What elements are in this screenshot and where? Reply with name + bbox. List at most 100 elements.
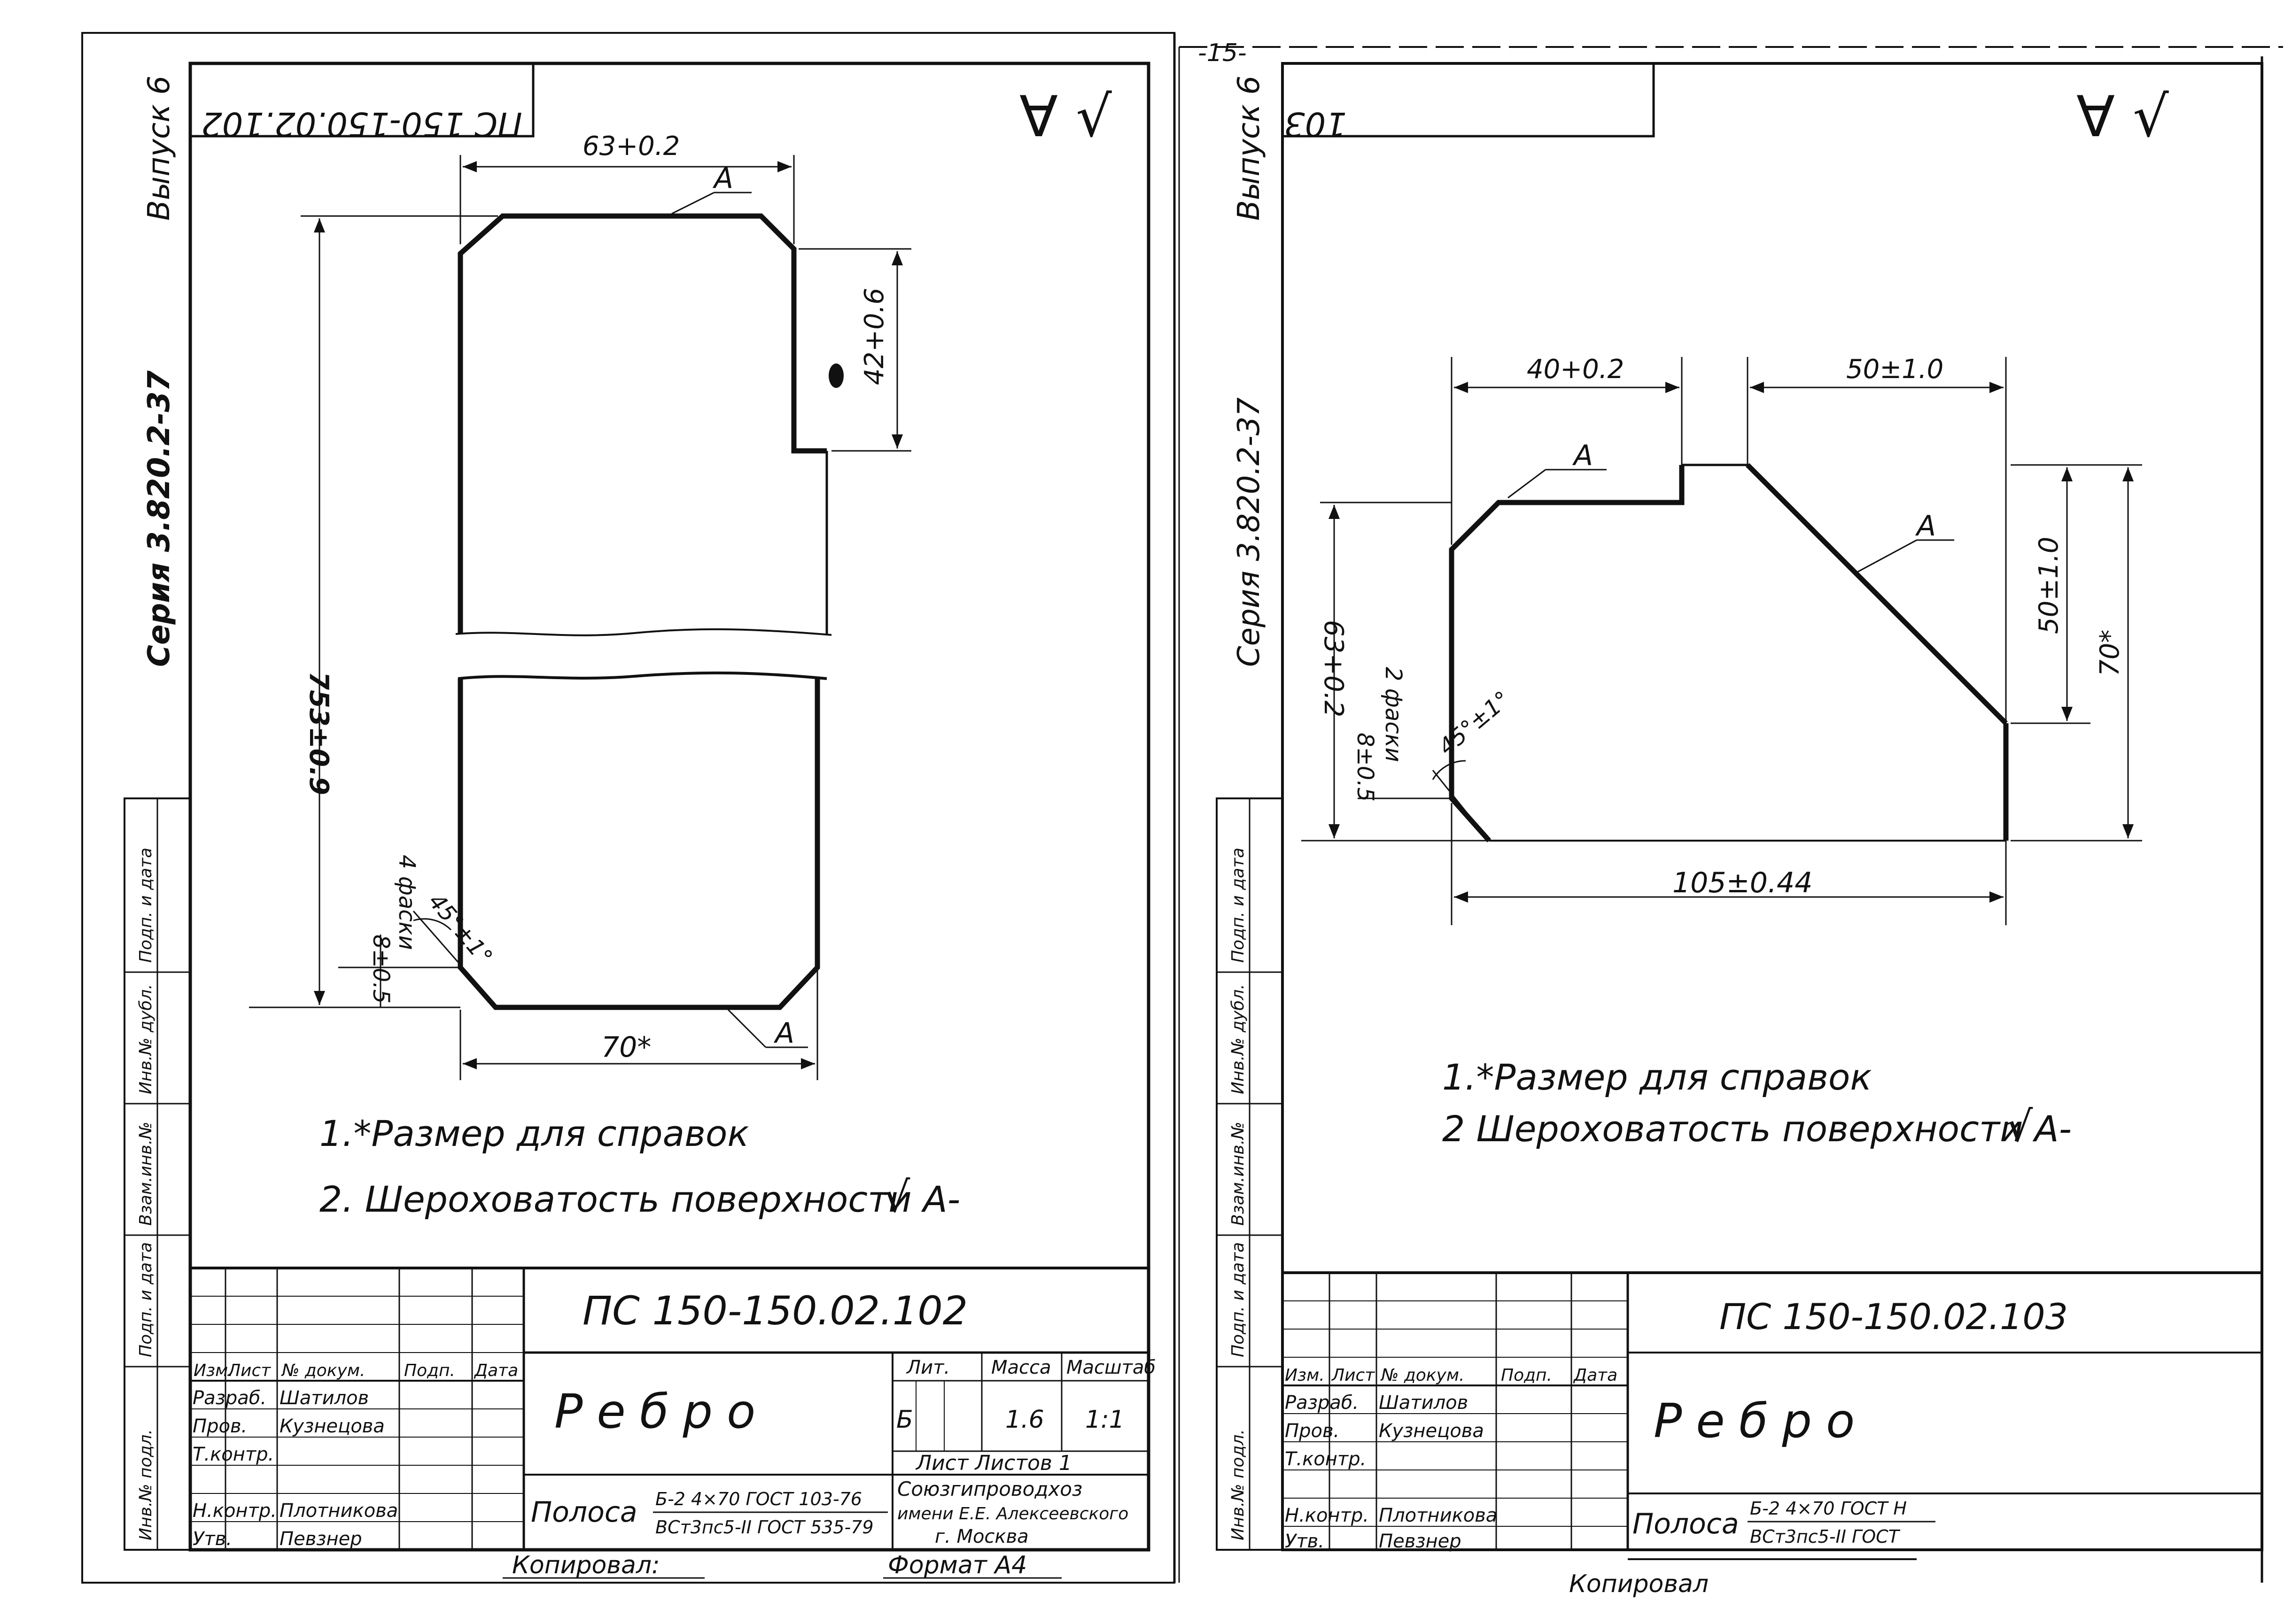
right-title-block: Изм. Лист № докум. Подп. Дата Разраб. Ша… (1282, 1271, 2262, 1560)
left-break-lower (458, 671, 827, 680)
left-margin-label-1: Инв.№ подл. (136, 1429, 155, 1540)
left-margin-label-4: Инв.№ дубл. (136, 984, 155, 1094)
right-tb-r3-role: Т.контр. (1285, 1448, 1366, 1470)
left-roughness-mark: ∀ √ (1019, 85, 1112, 150)
right-part-outline (1449, 465, 1685, 843)
right-material-bottom: ВСт3пс5-II ГОСТ (1750, 1526, 1901, 1547)
right-tb-r2-role: Пров. (1285, 1420, 1339, 1442)
right-dim-left: 63+0.2 (1318, 620, 1349, 717)
left-tb-code: ПС 150-150.02.102 (583, 1288, 968, 1334)
left-note-2-mark: √ (883, 1173, 910, 1222)
left-tb-h3: № докум. (281, 1361, 365, 1380)
left-tb-h1: Изм. (194, 1361, 233, 1380)
right-material-top: Б-2 4×70 ГОСТ Н (1750, 1498, 1907, 1519)
left-tb-r2-name: Кузнецова (280, 1415, 385, 1437)
left-org-2: имени Е.Е. Алексеевского (897, 1504, 1128, 1523)
left-tb-h2: Лист (227, 1361, 271, 1380)
right-tb-h3: № докум. (1380, 1366, 1464, 1385)
left-lit-h3: Масштаб (1066, 1357, 1156, 1378)
left-lit-v2: 1.6 (1005, 1406, 1044, 1434)
left-margin-stamp: Инв.№ подл. Подп. и дата Взам.инв.№ Инв.… (124, 797, 191, 1551)
left-tb-r1-role: Разраб. (193, 1387, 266, 1409)
left-margin-issue: Выпуск 6 (142, 76, 177, 221)
right-dim-right-outer: 70* (2095, 630, 2125, 676)
left-break-upper (455, 628, 832, 636)
left-dim-chamfer: 8±0.5 (368, 935, 394, 1004)
left-lit-v3: 1:1 (1085, 1406, 1125, 1434)
left-label-a-bottom: A (773, 1017, 794, 1050)
right-tb-r5-role: Утв. (1285, 1531, 1324, 1552)
left-material-top: Б-2 4×70 ГОСТ 103-76 (655, 1489, 862, 1509)
left-lit-h2: Масса (991, 1357, 1051, 1378)
right-margin-label-2: Подп. и дата (1228, 1242, 1248, 1357)
left-sheet-border (81, 32, 1175, 1584)
right-corner-code: 103 (1284, 105, 1347, 143)
right-sheet: -15- Выпуск 6 Серия 3.820.2-37 Инв.№ под… (1179, 39, 2283, 1598)
left-chamfer-note: 4 фаски (394, 855, 420, 950)
left-blot (829, 363, 844, 388)
left-tb-r4-name: Плотникова (280, 1500, 398, 1522)
left-margin-series: Серия 3.820.2-37 (142, 370, 177, 667)
right-tb-h2: Лист (1331, 1366, 1375, 1385)
right-tb-h5: Дата (1573, 1366, 1617, 1385)
left-tb-r5-role: Утв. (193, 1528, 232, 1550)
left-tb-r1-name: Шатилов (280, 1387, 369, 1409)
right-note-2: 2 Шероховатость поверхности A- (1442, 1108, 2072, 1150)
right-margin-label-1: Инв.№ подл. (1228, 1429, 1248, 1540)
left-tb-r2-role: Пров. (193, 1415, 247, 1437)
left-label-a-top: A (712, 162, 733, 195)
left-org-1: Союзгипроводхоз (897, 1477, 1082, 1500)
left-tb-r5-name: Певзнер (280, 1528, 362, 1550)
right-margin-issue: Выпуск 6 (1232, 76, 1266, 221)
right-angle: 45°±1° (1434, 686, 1515, 760)
right-margin-label-4: Инв.№ дубл. (1228, 984, 1248, 1094)
left-format: Формат А4 (888, 1551, 1027, 1579)
right-dim-chamfer: 8±0.5 (1352, 733, 1378, 802)
right-tb-r4-name: Плотникова (1379, 1505, 1497, 1526)
left-part-lower (458, 679, 820, 1010)
right-dim-right-inner: 50±1.0 (2034, 537, 2064, 634)
left-material-bottom: ВСт3пс5-II ГОСТ 535-79 (655, 1517, 874, 1538)
right-material-word: Полоса (1632, 1508, 1739, 1540)
right-label-a-top: A (1572, 439, 1593, 472)
right-margin-series: Серия 3.820.2-37 (1232, 397, 1266, 667)
right-dim-top-left: 40+0.2 (1527, 354, 1624, 385)
right-tb-r1-name: Шатилов (1379, 1392, 1468, 1414)
right-roughness-mark: ∀ √ (2076, 85, 2169, 150)
right-tb-r1-role: Разраб. (1285, 1392, 1359, 1414)
left-margin-label-5: Подп. и дата (136, 848, 155, 963)
right-margin-stamp: Инв.№ подл. Подп. и дата Взам.инв.№ Инв.… (1216, 797, 1283, 1551)
left-tb-h4: Подп. (404, 1361, 455, 1380)
right-tb-h4: Подп. (1501, 1366, 1552, 1385)
left-dim-top: 63+0.2 (583, 131, 680, 162)
left-sheet: Выпуск 6 Серия 3.820.2-37 Инв.№ подл. По… (81, 32, 1175, 1584)
left-margin-label-3: Взам.инв.№ (136, 1121, 155, 1226)
right-tb-r5-name: Певзнер (1379, 1531, 1461, 1552)
right-margin-label-3: Взам.инв.№ (1228, 1121, 1248, 1226)
left-tb-r3-role: Т.контр. (193, 1444, 274, 1465)
left-note-1: 1.*Размер для справок (319, 1113, 749, 1154)
left-tb-name: Ребро (554, 1384, 769, 1439)
right-label-a-diag: A (1915, 510, 1936, 542)
left-lit-v1: Б (896, 1406, 913, 1434)
right-tb-h1: Изм. (1285, 1366, 1325, 1385)
right-dim-top-right: 50±1.0 (1846, 354, 1943, 385)
right-copied: Копировал (1569, 1570, 1709, 1598)
right-corner-box (1281, 62, 1655, 138)
left-sheet-info: Лист Листов 1 (915, 1451, 1072, 1475)
right-tb-r4-role: Н.контр. (1285, 1505, 1369, 1526)
left-dim-bottom: 70* (601, 1031, 651, 1064)
right-tb-code: ПС 150-150.02.103 (1719, 1296, 2068, 1338)
left-note-2: 2. Шероховатость поверхности A- (319, 1178, 960, 1220)
right-tb-name: Ребро (1654, 1393, 1869, 1448)
left-org-3: г. Москва (935, 1526, 1029, 1547)
left-part-upper (458, 213, 827, 634)
left-material-word: Полоса (531, 1496, 637, 1529)
left-margin-label-2: Подп. и дата (136, 1242, 155, 1357)
right-note-2-mark: √ (2006, 1102, 2033, 1152)
right-dim-bottom: 105±0.44 (1672, 866, 1812, 899)
left-title-block: Изм. Лист № докум. Подп. Дата Разраб. Ша… (190, 1267, 1156, 1550)
right-chamfer-note: 2 фаски (1380, 667, 1406, 762)
left-dim-left: 753±0.9 (303, 672, 334, 795)
